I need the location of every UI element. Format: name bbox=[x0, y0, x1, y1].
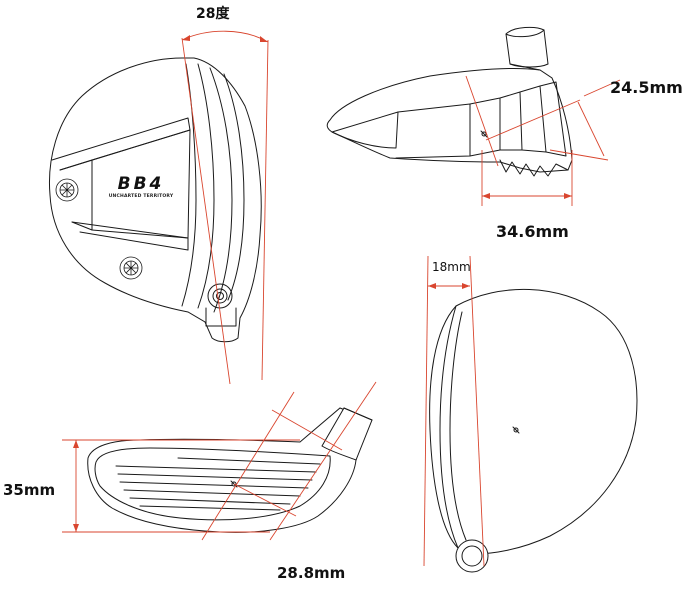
profile-view-grooves bbox=[469, 81, 567, 157]
top-view-crown-panel bbox=[59, 159, 93, 231]
face-view-face-outline bbox=[94, 447, 331, 521]
crown-logo: BB4 UNCHARTED TERRITORY bbox=[100, 176, 182, 200]
top-view-crown-line-lower bbox=[71, 221, 189, 251]
face-view-body bbox=[87, 407, 371, 533]
logo-tagline: UNCHARTED TERRITORY bbox=[108, 194, 174, 199]
sole-view bbox=[423, 255, 638, 573]
top-view-crown-inner bbox=[91, 129, 191, 239]
face-height-dimension-line bbox=[577, 101, 605, 157]
face-width-line-2 bbox=[269, 381, 377, 541]
sole-view-face-edge-1 bbox=[439, 305, 459, 549]
face-length-label: 34.6mm bbox=[496, 222, 569, 241]
loft-angle-arrow-left bbox=[182, 35, 190, 41]
sole-view-body bbox=[429, 288, 638, 555]
top-view-hosel bbox=[205, 283, 237, 327]
face-view-hosel bbox=[321, 407, 373, 461]
top-view-crown bbox=[49, 57, 262, 343]
top-view-rosette-heel bbox=[119, 256, 143, 280]
top-view bbox=[49, 30, 269, 385]
sole-view-face-edge-2 bbox=[449, 311, 467, 541]
head-depth-label: 35mm bbox=[3, 481, 56, 499]
profile-view-face-line bbox=[395, 103, 471, 159]
profile-view bbox=[326, 26, 621, 206]
top-view-face-band-3 bbox=[209, 67, 233, 313]
face-width-line-1 bbox=[201, 391, 295, 541]
face-progression-label: 18mm bbox=[432, 260, 471, 274]
face-view bbox=[62, 381, 377, 541]
face-height-reference-line bbox=[465, 75, 499, 167]
face-width-label: 28.8mm bbox=[277, 564, 346, 582]
offset-ext-left bbox=[423, 255, 429, 567]
sole-view-hosel-inner bbox=[461, 545, 483, 567]
offset-ext-right bbox=[469, 255, 485, 567]
loft-reference-line-1 bbox=[181, 37, 231, 385]
face-height-label: 24.5mm bbox=[610, 78, 683, 97]
loft-reference-line-2 bbox=[261, 39, 269, 381]
logo-model-name: BB4 bbox=[117, 174, 165, 194]
top-view-rosette-toe bbox=[55, 178, 79, 202]
profile-view-sole-steps bbox=[499, 159, 569, 177]
loft-angle-arc bbox=[181, 30, 269, 43]
top-view-face-band-2 bbox=[197, 63, 215, 309]
loft-angle-label: 28度 bbox=[196, 6, 230, 22]
face-height-angle-line bbox=[485, 99, 581, 141]
face-view-scorelines bbox=[115, 457, 321, 511]
profile-view-hosel bbox=[505, 26, 549, 68]
profile-view-sole-line bbox=[331, 111, 399, 149]
loft-angle-arrow-right bbox=[260, 36, 268, 42]
sole-view-hosel-outer bbox=[455, 539, 489, 573]
top-view-face-band-4 bbox=[223, 73, 245, 301]
